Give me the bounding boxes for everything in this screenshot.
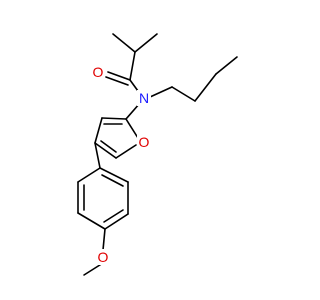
bond-furan-c4-c5-double — [94, 142, 117, 159]
methoxy-oxygen-atom: O — [96, 249, 110, 265]
bond-n-butyl1 — [149, 86, 173, 98]
bond-carbonyl-n — [129, 79, 139, 92]
amide-nitrogen-label: N — [139, 90, 149, 106]
bond-ch-carbonyl-c — [129, 51, 136, 81]
bond-butyl2-butyl3 — [194, 73, 217, 102]
bond-furan-c3-c4 — [94, 117, 103, 144]
bond-butyl3-butyl4 — [215, 56, 238, 75]
bond-ch-ch3b — [134, 33, 158, 53]
bond-furan-phenyl — [94, 142, 101, 169]
bond-furan-c5-o — [115, 144, 137, 159]
bond-butyl1-butyl2 — [171, 86, 196, 102]
bond-carbonyl-double-2 — [105, 76, 129, 86]
bond-benz-4-5 — [104, 213, 129, 230]
bond-benz-4-5-inner — [103, 209, 124, 223]
bond-benz-3-4 — [77, 212, 106, 230]
bond-benz-1-2 — [77, 167, 101, 183]
furan-oxygen-label: O — [139, 134, 150, 150]
bond-benz-1-6 — [99, 167, 129, 183]
bond-furan-c2-c3-double — [101, 117, 127, 120]
bond-benz-1-6-inner — [101, 174, 124, 187]
carbonyl-oxygen-label: O — [93, 64, 104, 80]
bond-furan-c4-c5-inner — [100, 140, 117, 153]
bond-ch3a-ch — [112, 33, 136, 53]
bond-benz-methoxy-o — [102, 228, 106, 251]
carbonyl-oxygen-atom: O — [91, 64, 105, 80]
methoxy-oxygen-label: O — [98, 249, 109, 265]
furan-oxygen-atom: O — [137, 134, 151, 150]
amide-nitrogen-atom: N — [137, 90, 151, 106]
molecule-structure-diagram: O N O O — [77, 33, 238, 276]
bond-carbonyl-double-1 — [107, 71, 131, 81]
bond-furan-o-c2 — [125, 118, 139, 139]
